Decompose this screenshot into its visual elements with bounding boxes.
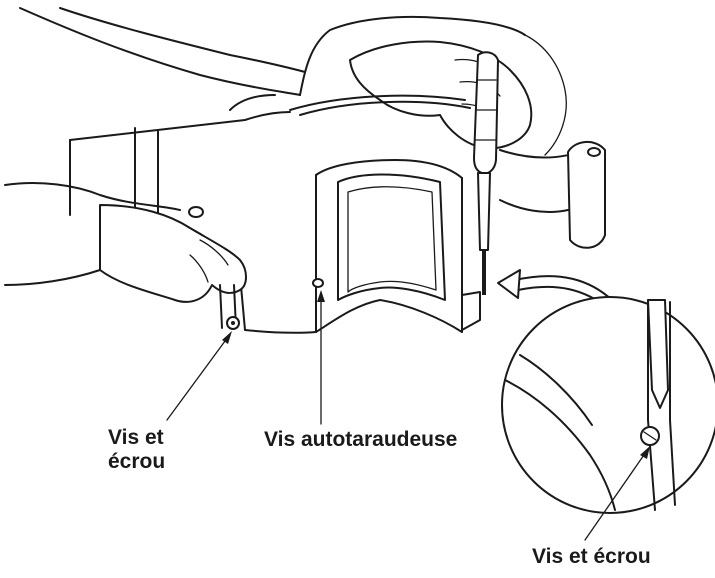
detail-inset: [501, 296, 715, 514]
left-arm: [4, 182, 247, 303]
right-hand: [349, 34, 567, 156]
label-left-line2: écrou: [108, 450, 166, 473]
label-self-tapping-screw: Vis autotaraudeuse: [264, 428, 458, 451]
upper-arm: [19, 7, 526, 96]
hole-top: [188, 206, 204, 218]
label-screw-and-nut-right: Vis et écrou: [532, 545, 651, 568]
side-handle: [499, 141, 606, 249]
screwdriver: [473, 51, 499, 295]
label-screw-and-nut-left: Vis et écrou: [108, 426, 165, 474]
tool-housing: [69, 94, 481, 334]
left-screw-nut: [219, 284, 240, 330]
self-tapping-screw-hole: [312, 278, 324, 288]
leader-arrows: [166, 290, 650, 541]
label-left-line1: Vis et: [108, 426, 164, 449]
